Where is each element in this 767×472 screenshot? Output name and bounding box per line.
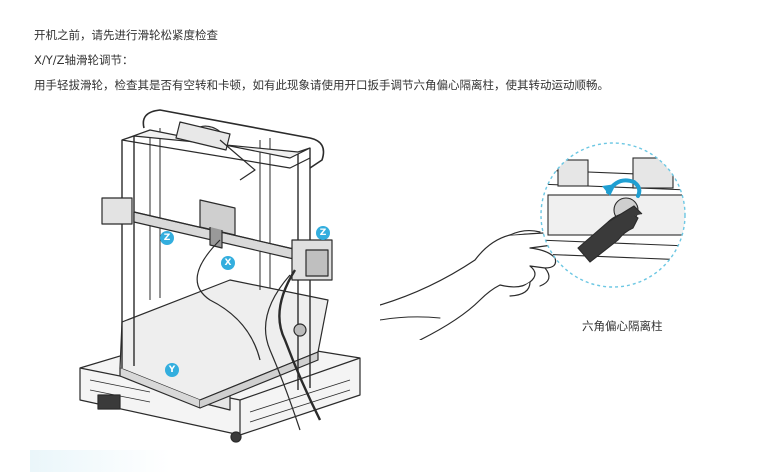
hand-with-wrench-illustration	[380, 229, 569, 340]
decorative-fade	[30, 450, 170, 472]
eccentric-nut-callout: 六角偏心隔离柱	[582, 319, 663, 333]
z-axis-badge-right: Z	[316, 226, 330, 240]
instruction-line-1: 开机之前，请先进行滑轮松紧度检查	[34, 28, 218, 42]
instruction-line-2: X/Y/Z轴滑轮调节：	[34, 53, 134, 67]
z-axis-badge-left: Z	[160, 231, 174, 245]
x-axis-badge: X	[221, 256, 235, 270]
magnifier-detail	[540, 142, 686, 288]
instruction-line-3: 用手轻拔滑轮，检查其是否有空转和卡顿，如有此现象请使用开口扳手调节六角偏心隔离柱…	[34, 78, 609, 92]
y-axis-badge: Y	[165, 363, 179, 377]
printer-illustration	[79, 109, 361, 443]
